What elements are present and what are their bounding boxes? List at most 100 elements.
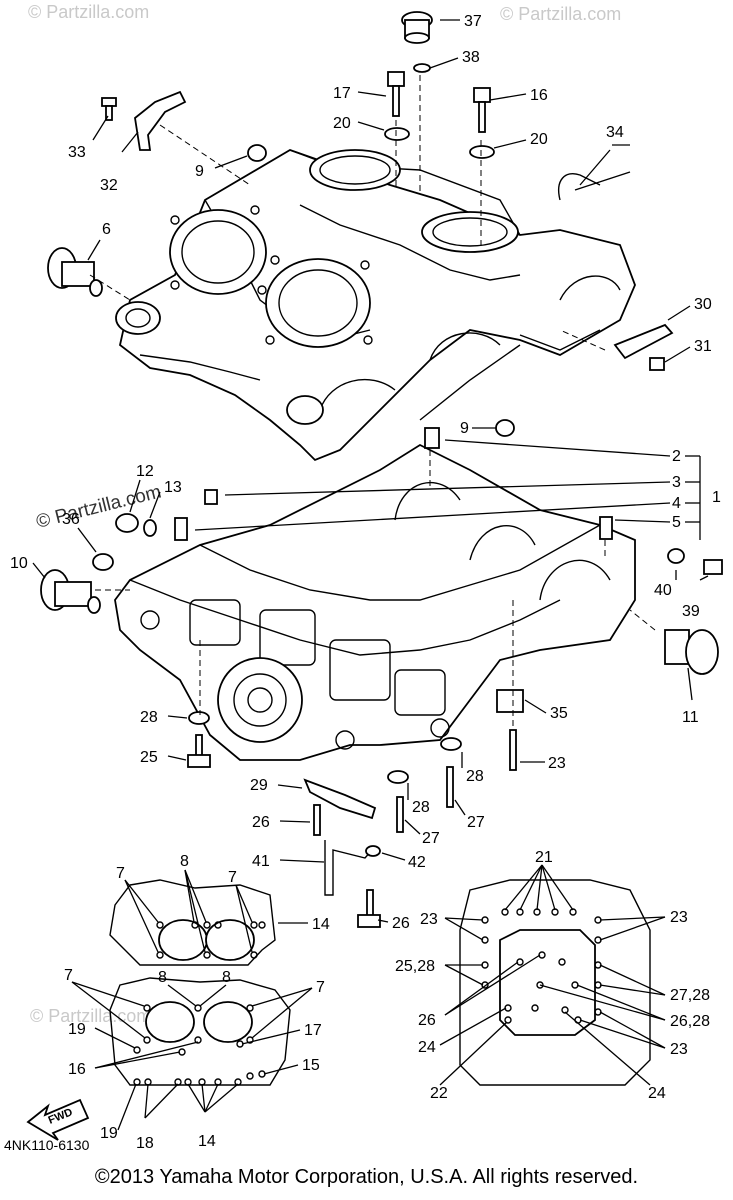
sensor-lead [558,173,601,201]
seal-10 [40,569,101,614]
part-label: 39 [682,603,700,620]
watermark-text: © Partzilla.com [30,1006,151,1026]
part-label: 20 [530,131,548,148]
bolt-25 [187,734,211,768]
part-label: 1 [712,489,721,506]
cap-11 [664,629,719,675]
part-label: 24 [648,1085,666,1102]
dowel-3 [204,489,218,505]
plug-12 [115,513,139,533]
part-label: 7 [116,865,125,882]
watermarks: © Partzilla.com © Partzilla.com © Partzi… [28,2,621,1026]
part-label: 29 [250,777,268,794]
clamp-35 [496,689,524,713]
part-label: 26 [392,915,410,932]
bolt-16 [473,87,491,133]
part-label: 26 [252,814,270,831]
bracket-29 [303,778,377,820]
part-label: 41 [252,853,270,870]
part-label: 17 [304,1022,322,1039]
copyright-notice: ©2013 Yamaha Motor Corporation, U.S.A. A… [94,1166,639,1188]
dowel-5 [599,516,613,540]
plug [247,144,267,162]
part-label: 9 [195,163,204,180]
part-label: 35 [550,705,568,722]
lower-crankcase [114,443,636,761]
bolt-26 [357,889,381,928]
part-label: 23 [420,911,438,928]
bolt-31 [649,357,665,371]
forward-arrow-icon: FWD [26,1098,90,1141]
part-label: 42 [408,854,426,871]
part-label: 7 [316,979,325,996]
part-label: 25 [140,749,158,766]
part-label: 16 [68,1061,86,1078]
bolt-27 [396,796,404,833]
bolt-39 [703,559,723,575]
part-label: 28 [412,799,430,816]
part-label: 8 [180,853,189,870]
pipe-41 [324,840,373,896]
part-label: 24 [418,1039,436,1056]
part-label: 40 [654,582,672,599]
o-ring-13 [143,519,157,537]
crankcase-exploded-view: © Partzilla.com © Partzilla.com © Partzi… [4,2,723,1153]
bolt-26 [313,804,321,836]
upper-crankcase [115,149,636,462]
part-label: 33 [68,144,86,161]
washer [469,145,495,159]
washer [384,127,410,141]
part-label: 14 [198,1133,216,1150]
part-label: 30 [694,296,712,313]
part-label: 28 [140,709,158,726]
part-label: 23 [670,909,688,926]
plug [495,419,515,437]
part-label: 19 [68,1021,86,1038]
dowel-4 [174,517,188,541]
part-label: 5 [672,514,681,531]
part-label: 14 [312,916,330,933]
part-label: 18 [136,1135,154,1152]
upper-case-bolt-pattern [109,879,276,966]
bolt-17 [387,71,405,117]
part-label: 13 [164,479,182,496]
lower-case-bolt-pattern-left [109,977,291,1086]
part-labels: 37 38 17 16 20 20 34 33 32 9 6 30 31 9 2… [10,13,721,1152]
part-label: 7 [228,869,237,886]
part-label: 26 [418,1012,436,1029]
part-label: 36 [62,511,80,528]
part-label: 10 [10,555,28,572]
washer [188,711,210,725]
part-label: 25,28 [395,958,435,975]
part-label: 27,28 [670,987,710,1004]
part-label: 16 [530,87,548,104]
part-label: 12 [136,463,154,480]
oil-filler-cap [401,11,433,44]
part-label: 2 [672,448,681,465]
bracket-32 [134,90,187,151]
washer [387,770,409,784]
leader-lines [32,19,709,923]
bracket-30 [613,323,674,360]
drawing-code: 4NK110-6130 [4,1137,90,1153]
part-label: 11 [682,709,699,726]
bolt-27 [446,766,454,808]
part-label: 23 [548,755,566,772]
part-label: 8 [158,969,167,986]
pattern-leaders [71,864,666,1131]
seal-6 [47,247,103,297]
part-label: 8 [222,969,231,986]
plug-36 [92,553,114,571]
bolt-23 [509,729,517,771]
screw-33 [101,97,117,121]
part-label: 31 [694,338,712,355]
part-label: 23 [670,1041,688,1058]
part-label: 9 [460,420,469,437]
part-label: 17 [333,85,351,102]
alignment-lines [89,75,656,730]
part-label: 3 [672,474,681,491]
part-label: 6 [102,221,111,238]
part-label: 19 [100,1125,118,1142]
part-label: 15 [302,1057,320,1074]
part-label: 34 [606,124,624,141]
